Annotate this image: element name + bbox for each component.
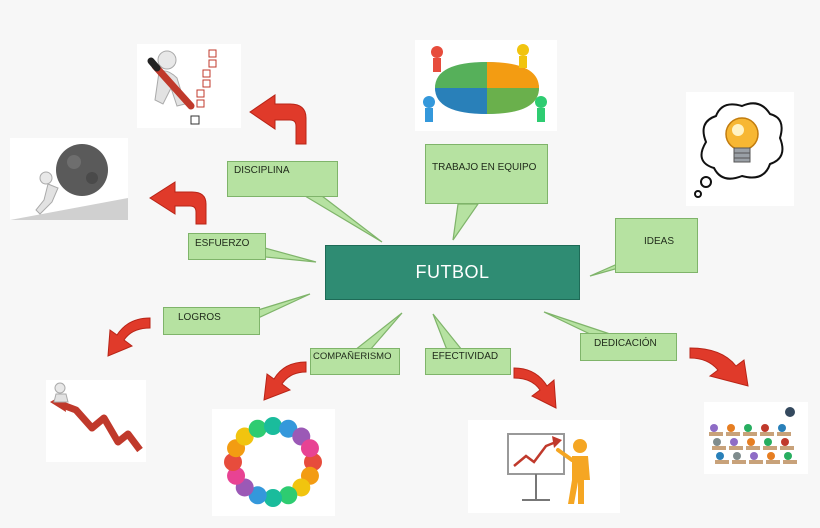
central-topic: FUTBOL xyxy=(325,245,580,300)
classroom-group-icon xyxy=(704,402,808,474)
checklist-figure-icon xyxy=(137,44,241,128)
ring-person xyxy=(264,489,282,507)
student-figure xyxy=(781,438,789,446)
node-dedicacion: DEDICACIÓN xyxy=(580,333,677,361)
node-disciplina: DISCIPLINA xyxy=(227,161,338,197)
ring-person xyxy=(264,417,282,435)
ring-person xyxy=(279,419,298,438)
student-figure xyxy=(716,452,724,460)
student-figure xyxy=(778,424,786,432)
arrow-to-companerismo-icon xyxy=(263,361,307,401)
node-logros: LOGROS xyxy=(163,307,260,335)
arrow-to-efectividad-icon xyxy=(513,367,557,409)
ring-person xyxy=(224,453,242,471)
ring-person xyxy=(248,486,267,505)
trabajo-callout-tail xyxy=(452,203,480,241)
student-figure xyxy=(744,424,752,432)
node-esfuerzo: ESFUERZO xyxy=(188,233,266,260)
student-figure xyxy=(750,452,758,460)
ring-person xyxy=(235,427,254,446)
student-figure xyxy=(733,452,741,460)
node-companerismo: COMPAÑERISMO xyxy=(310,348,400,375)
presentation-chart-icon xyxy=(468,420,620,513)
student-figure xyxy=(710,424,718,432)
student-figure xyxy=(767,452,775,460)
student-figure xyxy=(761,424,769,432)
node-efectividad: EFECTIVIDAD xyxy=(425,348,511,375)
ring-person xyxy=(227,466,246,485)
ring-person xyxy=(300,439,319,458)
arrow-to-esfuerzo-icon xyxy=(149,181,207,225)
ring-person xyxy=(279,486,298,505)
ring-person xyxy=(248,419,267,438)
student-figure xyxy=(730,438,738,446)
student-figure xyxy=(784,452,792,460)
ring-person xyxy=(304,453,322,471)
student-figure xyxy=(727,424,735,432)
puzzle-team-icon xyxy=(415,40,557,131)
ring-person xyxy=(292,478,311,497)
lightbulb-idea-icon xyxy=(686,92,794,206)
arrow-to-logros-icon xyxy=(107,317,151,357)
student-figure xyxy=(713,438,721,446)
rising-graph-icon xyxy=(46,380,146,462)
people-circle-icon xyxy=(212,409,335,516)
node-trabajo-en-equipo: TRABAJO EN EQUIPO xyxy=(425,144,548,204)
student-figure xyxy=(747,438,755,446)
arrow-to-dedicacion-icon xyxy=(689,347,749,387)
student-figure xyxy=(764,438,772,446)
node-ideas: IDEAS xyxy=(615,218,698,273)
boulder-push-icon xyxy=(10,138,128,220)
teacher-figure xyxy=(785,407,795,417)
arrow-to-disciplina-icon xyxy=(249,94,307,145)
